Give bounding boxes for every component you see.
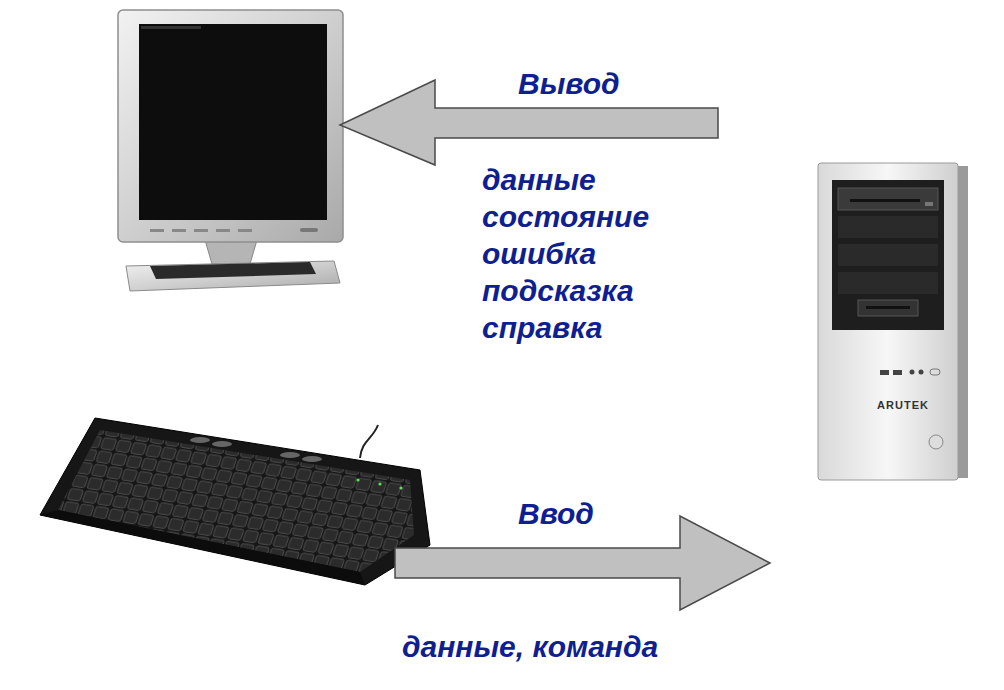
list-item: состояние — [482, 199, 649, 235]
brand-text: ARUTEK — [877, 399, 929, 412]
list-item: данные — [482, 162, 596, 198]
system-unit-picture — [818, 163, 968, 480]
keyboard-picture — [40, 418, 430, 585]
arrow-label: Вывод — [518, 66, 620, 102]
caption-text: данные, команда — [402, 629, 658, 665]
monitor-picture — [118, 10, 343, 291]
list-item: справка — [482, 310, 602, 346]
input-arrow — [395, 516, 770, 610]
arrow-label: Ввод — [518, 496, 594, 532]
list-item: ошибка — [482, 236, 596, 272]
list-item: подсказка — [482, 273, 634, 309]
